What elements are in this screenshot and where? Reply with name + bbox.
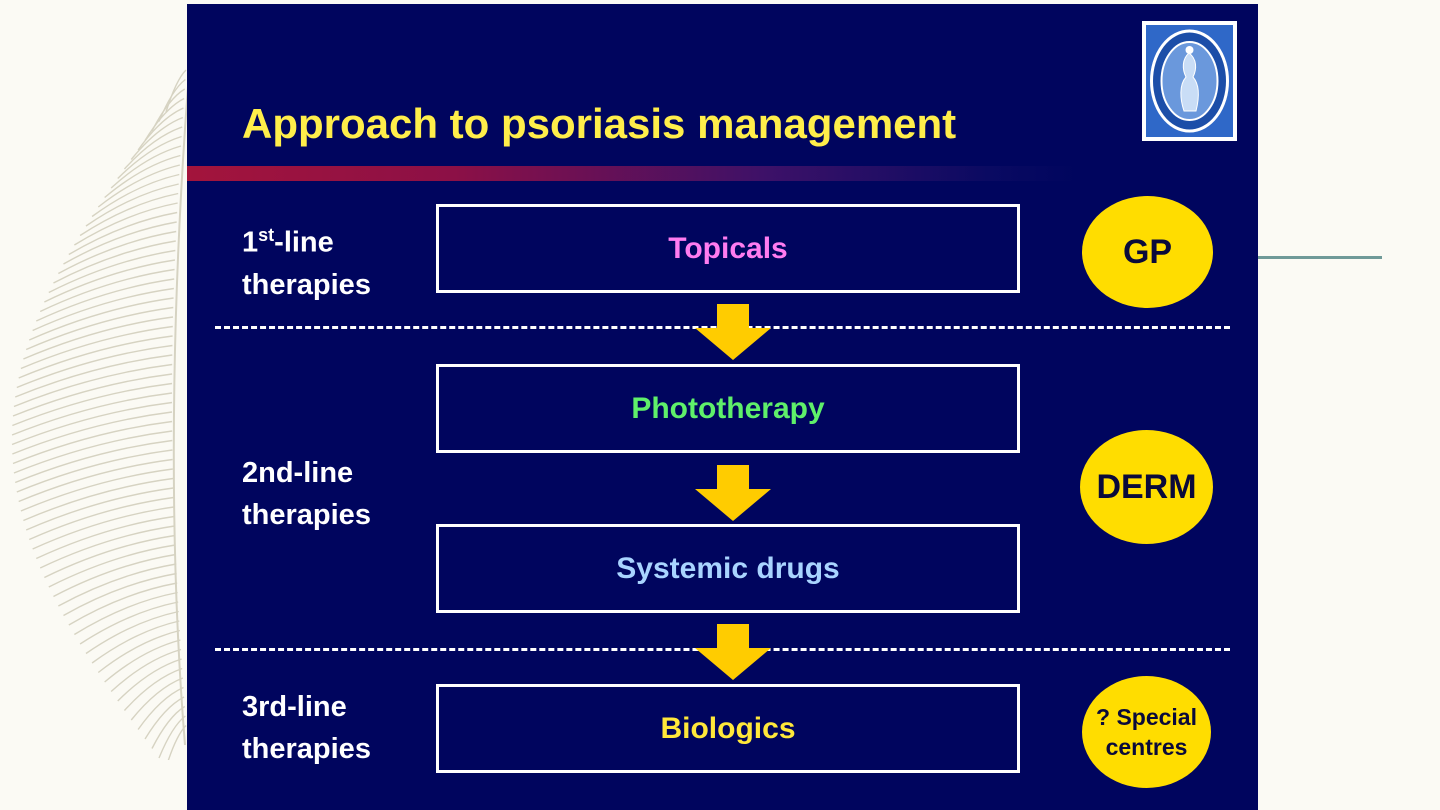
university-crest-logo (1142, 21, 1237, 141)
slide: Approach to psoriasis management 1st-lin… (187, 4, 1258, 810)
biologics-label: Biologics (660, 711, 796, 745)
phototherapy-box: Phototherapy (436, 364, 1020, 453)
slide-title: Approach to psoriasis management (242, 100, 957, 147)
first-line-label: 1st-line therapies (242, 225, 371, 301)
second-line-label: 2nd-line therapies (242, 457, 371, 531)
down-arrow-icon (695, 304, 771, 360)
gp-badge: GP (1082, 196, 1213, 308)
title-underline-bar (187, 166, 1077, 181)
down-arrow-icon (695, 465, 771, 521)
biologics-box: Biologics (436, 684, 1020, 773)
derm-badge: DERM (1080, 430, 1213, 544)
phototherapy-label: Phototherapy (631, 391, 825, 425)
systemic-drugs-box: Systemic drugs (436, 524, 1020, 613)
special-centres-badge: ? Special centres (1082, 676, 1211, 788)
systemic-drugs-label: Systemic drugs (616, 551, 840, 585)
topicals-box: Topicals (436, 204, 1020, 293)
down-arrow-icon (695, 624, 771, 680)
decorative-line (1258, 256, 1382, 259)
topicals-label: Topicals (668, 231, 788, 265)
crest-seal-icon (1150, 29, 1229, 133)
feather-decoration (11, 59, 191, 760)
third-line-label: 3rd-line therapies (242, 691, 371, 765)
